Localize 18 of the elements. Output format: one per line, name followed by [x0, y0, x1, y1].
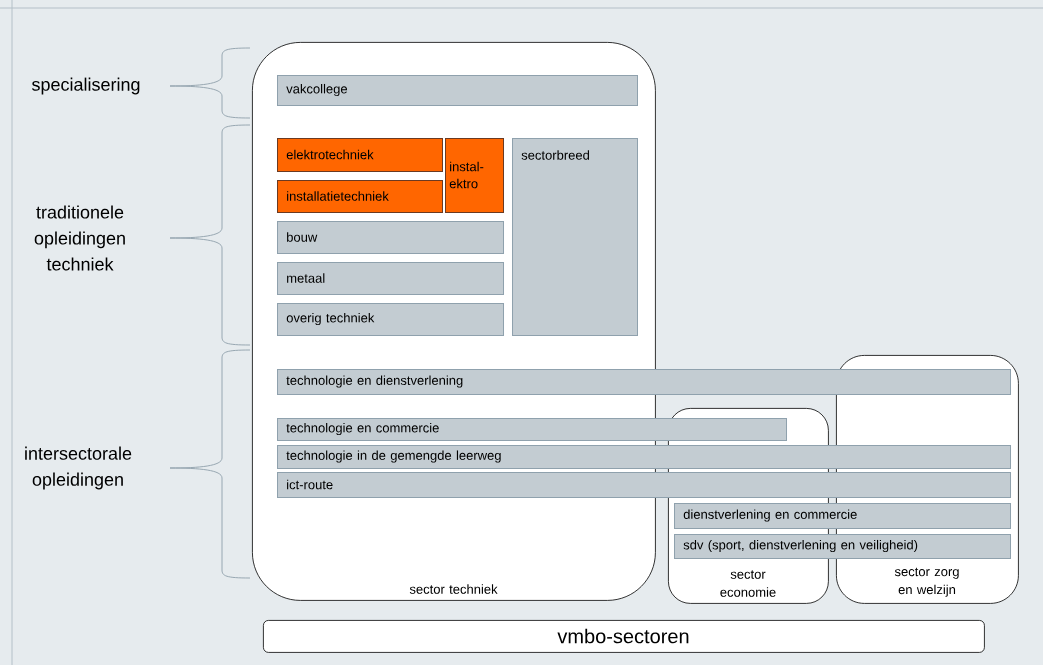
- course-bar: technologie in de gemengde leerweg: [277, 445, 1011, 469]
- group-label: traditionele opleidingen techniek: [34, 205, 125, 271]
- course-bar: bouw: [277, 221, 504, 254]
- course-bar: technologie en dienstverlening: [277, 369, 1011, 395]
- course-bar: overig techniek: [277, 303, 504, 336]
- course-bar: dienstverlening en commercie: [674, 503, 1011, 529]
- course-bar: technologie en commercie: [277, 418, 787, 441]
- course-bar: ict-route: [277, 472, 1011, 498]
- title-box: vmbo-sectoren: [263, 620, 985, 653]
- course-box: sectorbreed: [512, 138, 638, 336]
- course-box: elektrotechniek: [277, 138, 443, 172]
- course-box: instal-ektro: [445, 138, 504, 213]
- course-bar: metaal: [277, 262, 504, 295]
- group-label: specialisering: [32, 77, 140, 95]
- course-box: installatietechniek: [277, 180, 443, 213]
- course-bar: vakcollege: [277, 75, 638, 106]
- course-bar: sdv (sport, dienstverlening en veiligheid): [674, 534, 1011, 559]
- group-label: intersectorale opleidingen: [25, 446, 132, 490]
